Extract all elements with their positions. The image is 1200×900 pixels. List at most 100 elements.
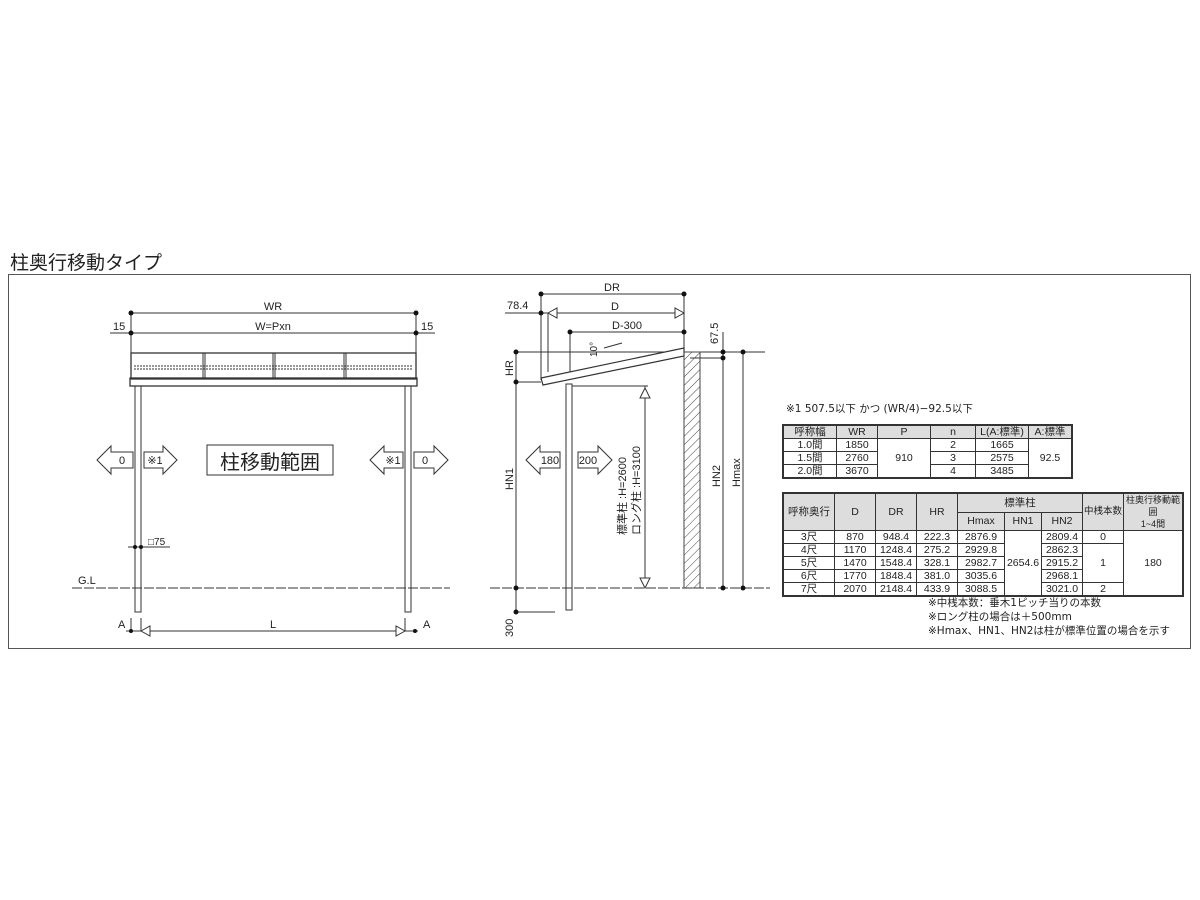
move-right-out: 0 xyxy=(422,455,428,467)
table-row: 7尺 2070 2148.4 433.9 3088.5 3021.0 2 xyxy=(782,582,1183,597)
header-range: 柱奥行移動範囲 xyxy=(1125,495,1180,517)
roof-angle: 10° xyxy=(589,342,600,357)
col-header: 中桟本数 xyxy=(1082,492,1124,531)
cell: 948.4 xyxy=(875,530,917,544)
col-header: A:標準 xyxy=(1028,424,1073,439)
dim-15-right: 15 xyxy=(421,321,433,333)
cell: 2 xyxy=(1082,582,1124,597)
cell: 1848.4 xyxy=(875,569,917,583)
standard-post-height: 標準柱 :H=2600 xyxy=(615,457,629,535)
cell: 3485 xyxy=(975,464,1029,479)
drawing-frame xyxy=(8,274,1191,649)
cell: 3021.0 xyxy=(1041,582,1083,597)
cell: 2.0間 xyxy=(782,464,837,479)
long-post-height: ロング柱 :H=3100 xyxy=(629,446,643,535)
note: ※Hmax、HN1、HN2は柱が標準位置の場合を示す xyxy=(928,625,1170,637)
table-row: 5尺 1470 1548.4 328.1 2982.7 2915.2 xyxy=(782,556,1183,570)
col-header: HN2 xyxy=(1041,511,1083,532)
move-right-in: ※1 xyxy=(385,455,400,467)
col-header: D xyxy=(834,492,876,531)
col-header: HN1 xyxy=(1004,511,1042,532)
header-range-sub: 1~4間 xyxy=(1140,519,1166,529)
cell-p: 910 xyxy=(877,438,931,479)
cell: 1548.4 xyxy=(875,556,917,570)
cell-hn1: 2654.6 xyxy=(1004,530,1042,597)
side-view xyxy=(490,291,770,615)
col-header: L(A:標準) xyxy=(975,424,1029,439)
cell: 328.1 xyxy=(916,556,958,570)
cell-a: 92.5 xyxy=(1028,438,1073,479)
cell: 2968.1 xyxy=(1041,569,1083,583)
cell: 3035.6 xyxy=(957,569,1005,583)
notes: ※中桟本数：垂木1ピッチ当りの本数 ※ロング柱の場合は＋500mm ※Hmax、… xyxy=(928,596,1170,638)
table-row: 3尺 870 948.4 222.3 2876.9 2654.6 2809.4 … xyxy=(782,530,1184,597)
col-header: 呼称幅 xyxy=(782,424,837,439)
col-header: DR xyxy=(875,492,917,531)
move-back: 180 xyxy=(541,455,559,467)
cell: 1.5間 xyxy=(782,451,837,465)
note: ※ロング柱の場合は＋500mm xyxy=(928,611,1072,623)
cell: 433.9 xyxy=(916,582,958,597)
cell: 2876.9 xyxy=(957,530,1005,544)
cell: 2148.4 xyxy=(875,582,917,597)
note-1: ※1 507.5以下 かつ (WR/4)−92.5以下 xyxy=(786,403,973,415)
dim-78-4: 78.4 xyxy=(507,300,528,312)
cell: 2809.4 xyxy=(1041,530,1083,544)
table-row: 6尺 1770 1848.4 381.0 3035.6 2968.1 xyxy=(782,569,1183,583)
cell: 3088.5 xyxy=(957,582,1005,597)
cell: 4 xyxy=(930,464,976,479)
cell: 1170 xyxy=(834,543,876,557)
post-size: □75 xyxy=(148,537,166,548)
cell: 3尺 xyxy=(782,530,835,544)
dim-hn1: HN1 xyxy=(504,468,516,490)
post-range-label: 柱移動範囲 xyxy=(220,451,320,474)
dim-hmax: Hmax xyxy=(731,458,743,487)
dim-15-left: 15 xyxy=(113,321,125,333)
table-row: 2.0間 3670 4 3485 xyxy=(782,464,1072,479)
ground-line-label: G.L xyxy=(78,575,96,587)
cell: 5尺 xyxy=(782,556,835,570)
cell: 381.0 xyxy=(916,569,958,583)
move-left-in: ※1 xyxy=(147,455,162,467)
cell: 1470 xyxy=(834,556,876,570)
cell: 1770 xyxy=(834,569,876,583)
dim-a-right: A xyxy=(423,619,431,631)
cell: 222.3 xyxy=(916,530,958,544)
dim-hn2: HN2 xyxy=(711,465,723,487)
cell: 870 xyxy=(834,530,876,544)
front-view xyxy=(72,310,450,637)
note: ※中桟本数：垂木1ピッチ当りの本数 xyxy=(928,597,1101,609)
table-row: 1.0間 1850 910 2 1665 92.5 xyxy=(782,438,1073,479)
cell: 7尺 xyxy=(782,582,835,597)
cell: 2862.3 xyxy=(1041,543,1083,557)
cell: 4尺 xyxy=(782,543,835,557)
dim-dr: DR xyxy=(604,282,620,294)
cell: 2 xyxy=(930,438,976,452)
cell: 275.2 xyxy=(916,543,958,557)
cell: 2982.7 xyxy=(957,556,1005,570)
cell: 2575 xyxy=(975,451,1029,465)
cell: 1850 xyxy=(836,438,878,452)
col-header: WR xyxy=(836,424,878,439)
col-header: HR xyxy=(916,492,958,531)
cell: 1248.4 xyxy=(875,543,917,557)
col-header: 標準柱 xyxy=(957,492,1083,513)
page-title: 柱奥行移動タイプ xyxy=(10,252,163,274)
move-left-out: 0 xyxy=(119,455,125,467)
col-header: Hmax xyxy=(957,511,1005,532)
col-header: n xyxy=(930,424,976,439)
cell: 1 xyxy=(1082,543,1124,583)
cell: 2070 xyxy=(834,582,876,597)
width-table: 呼称幅 WR P n L(A:標準) A:標準 1.0間 1850 910 2 … xyxy=(782,424,1073,479)
cell: 6尺 xyxy=(782,569,835,583)
dim-67-5: 67.5 xyxy=(709,323,721,344)
dim-hr: HR xyxy=(504,360,516,376)
table-row: 4尺 1170 1248.4 275.2 2929.8 2862.3 1 xyxy=(782,543,1183,583)
cell: 3670 xyxy=(836,464,878,479)
table-row: 1.5間 2760 3 2575 xyxy=(782,451,1072,465)
cell: 2760 xyxy=(836,451,878,465)
dim-a-left: A xyxy=(118,619,126,631)
dim-d-300: D-300 xyxy=(612,320,642,332)
